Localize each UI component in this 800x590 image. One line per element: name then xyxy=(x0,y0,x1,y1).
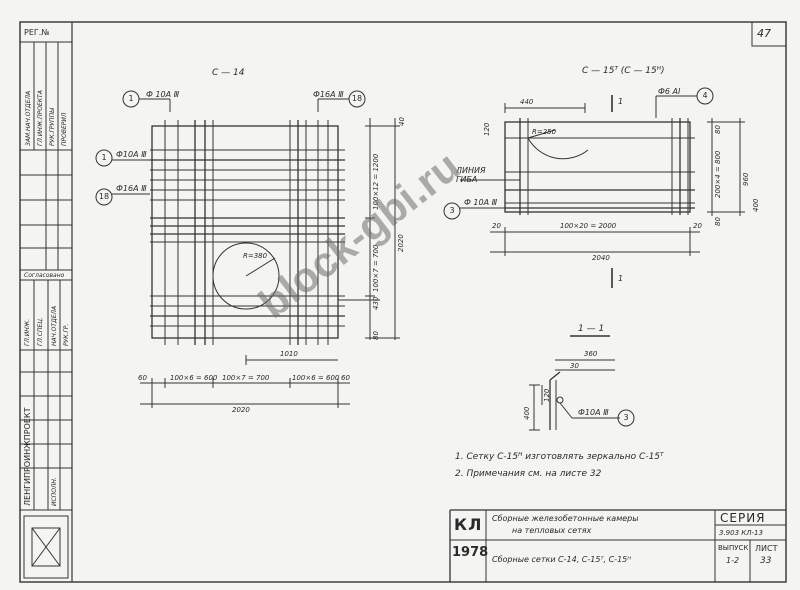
c14-bar-top-right: Ф16А Ⅲ xyxy=(313,90,344,99)
side-mid-2: ГЛ.СПЕЦ. xyxy=(37,317,44,346)
issue-value: 1-2 xyxy=(726,556,740,565)
sheet-frame xyxy=(19,21,787,583)
c15-dim-400: 400 xyxy=(752,198,760,212)
note-1: 1. Сетку С-15ᴴ изготовлять зеркально С-1… xyxy=(455,452,664,462)
title-subtitle: Сборные сетки С-14, С-15ᵀ, С-15ᴴ xyxy=(492,555,632,564)
side-mid-1: ГЛ.ИНЖ. xyxy=(24,318,31,346)
c14-dim-60b: 60 xyxy=(341,374,350,382)
c14-bubble-1: 1 xyxy=(128,94,134,103)
side-mid-3: НАЧ.ОТДЕЛА xyxy=(51,305,58,346)
title-year: 1978 xyxy=(452,545,489,560)
c14-dim-430: 430 xyxy=(372,296,380,310)
side-row-4: ПРОВЕРИЛ xyxy=(61,112,68,146)
c14-dim-2020h: 2020 xyxy=(232,406,250,414)
side-agreed: Согласовано xyxy=(24,272,65,279)
c14-dim-80v: 80 xyxy=(372,331,380,340)
c14-radius: R=380 xyxy=(243,252,268,260)
c14-dim-600a: 100×6 = 600 xyxy=(170,374,218,382)
sheet-value: 33 xyxy=(760,556,772,566)
section-bubble-3: 3 xyxy=(623,413,629,422)
c14-bar-left-1: Ф10А Ⅲ xyxy=(116,150,147,159)
section-dim-30: 30 xyxy=(570,362,579,370)
section-dim-400: 400 xyxy=(523,406,531,420)
c15-dim-120: 120 xyxy=(483,122,491,136)
side-mid-5: ИСПОЛН. xyxy=(51,477,58,506)
c15-section-mark-bottom: 1 xyxy=(618,274,624,283)
c15-dim-20b: 20 xyxy=(693,222,702,230)
c15-title: С — 15ᵀ (С — 15ᴴ) xyxy=(582,66,665,76)
side-row-2: ГЛ.ИНЖ.ПРОЕКТА xyxy=(37,90,44,146)
c15-dim-80b: 80 xyxy=(714,217,722,226)
c15-dim-20a: 20 xyxy=(492,222,501,230)
c15-dim-960: 960 xyxy=(742,172,750,186)
section-bar: Ф10А Ⅲ xyxy=(578,408,609,417)
c14-bubble-18: 18 xyxy=(351,94,363,103)
page-number: 47 xyxy=(757,27,771,40)
c15-bend-line: ЛИНИЯ ГИБА xyxy=(456,166,486,184)
c14-dim-2020v: 2020 xyxy=(397,234,405,252)
side-row-3: РУК.ГРУППЫ xyxy=(49,108,56,146)
issue-label: ВЫПУСК xyxy=(718,544,749,552)
c15-bubble-3: 3 xyxy=(449,206,455,215)
c15-dim-2040: 2040 xyxy=(592,254,610,262)
c14-dim-600b: 100×6 = 600 xyxy=(292,374,340,382)
c14-bubble-18b: 18 xyxy=(98,192,110,201)
series-value: 3.903 КЛ-13 xyxy=(719,529,763,537)
c14-bubble-1b: 1 xyxy=(101,153,107,162)
c14-dim-40: 40 xyxy=(398,117,406,126)
c14-title: С — 14 xyxy=(212,68,245,78)
c15-dim-440: 440 xyxy=(520,98,534,106)
c14-bar-left-2: Ф16А Ⅲ xyxy=(116,184,147,193)
section-dim-120: 120 xyxy=(543,388,551,402)
section-dim-360: 360 xyxy=(584,350,598,358)
series-label: СЕРИЯ xyxy=(720,511,766,525)
reg-number-label: РЕГ.№ xyxy=(24,28,50,37)
c15-section-mark-top: 1 xyxy=(618,97,624,106)
c15-radius: R=250 xyxy=(532,128,557,136)
c15-dim-2000: 100×20 = 2000 xyxy=(560,222,617,230)
side-mid-4: РУК.ГР. xyxy=(63,323,70,346)
c14-dim-60a: 60 xyxy=(138,374,147,382)
c14-dim-700h: 100×7 = 700 xyxy=(222,374,270,382)
sheet-label: ЛИСТ xyxy=(755,544,778,553)
c14-dim-1010: 1010 xyxy=(280,350,298,358)
c15-bar-phi10: Ф 10А Ⅲ xyxy=(464,198,498,207)
title-code: КЛ xyxy=(454,515,483,534)
c14-bar-top-left: Ф 10А Ⅲ xyxy=(146,90,180,99)
side-row-1: ЗАМ.НАЧ.ОТДЕЛА xyxy=(25,90,32,146)
c15-bubble-4: 4 xyxy=(702,91,708,100)
c15-dim-80a: 80 xyxy=(714,125,722,134)
note-2: 2. Примечания см. на листе 32 xyxy=(455,469,602,479)
side-org-name: ЛЕНГИПРОИНЖПРОЕКТ xyxy=(23,407,32,506)
title-line-2: на тепловых сетях xyxy=(512,526,592,535)
title-line-1: Сборные железобетонные камеры xyxy=(492,514,639,523)
c15-dim-800: 200×4 = 800 xyxy=(714,150,722,198)
c15-bar-phi6: Ф6 АⅠ xyxy=(658,87,681,96)
section-title: 1 — 1 xyxy=(578,324,605,334)
